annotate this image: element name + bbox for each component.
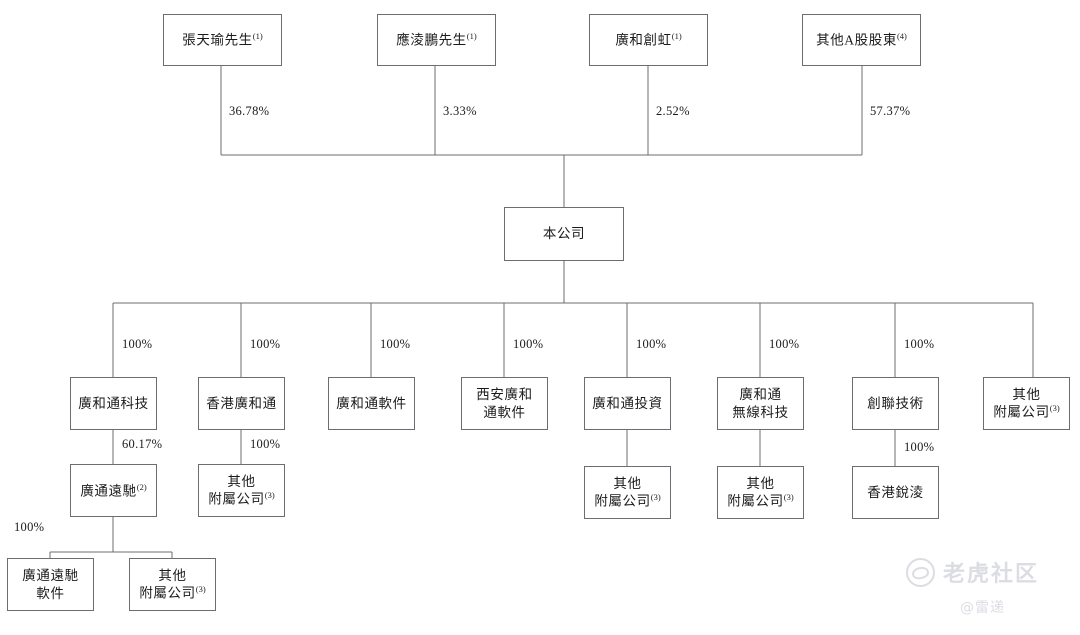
node-text: 廣和通科技 bbox=[78, 395, 149, 411]
pct-shareholder-3: 2.52% bbox=[656, 104, 690, 118]
node-text-line2: 附屬公司 bbox=[594, 493, 651, 509]
node-shareholder-1[interactable]: 張天瑜先生(1) bbox=[163, 14, 282, 66]
node-level3-5[interactable]: 香港銳淩 bbox=[852, 466, 939, 519]
node-level3-4[interactable]: 其他 附屬公司(3) bbox=[717, 466, 804, 519]
node-label: 其他 附屬公司(3) bbox=[724, 475, 796, 510]
node-text: 西安廣和 bbox=[476, 387, 533, 403]
node-footnote: (3) bbox=[783, 492, 794, 503]
node-text: 張天瑜先生 bbox=[182, 32, 253, 48]
node-label: 廣通遠馳(2) bbox=[77, 482, 149, 500]
node-text-line2: 附屬公司 bbox=[993, 404, 1050, 420]
pct-level3-5: 100% bbox=[904, 440, 935, 454]
node-label: 應淩鵬先生(1) bbox=[393, 31, 479, 49]
node-text: 香港廣和通 bbox=[206, 395, 277, 411]
node-text: 廣和通投資 bbox=[592, 395, 663, 411]
node-label: 張天瑜先生(1) bbox=[179, 31, 265, 49]
node-footnote: (1) bbox=[252, 31, 263, 42]
node-shareholder-2[interactable]: 應淩鵬先生(1) bbox=[377, 14, 496, 66]
node-footnote: (3) bbox=[1049, 403, 1060, 414]
pct-level4-1: 100% bbox=[14, 520, 45, 534]
node-text: 廣通遠馳 bbox=[80, 483, 137, 499]
node-footnote: (2) bbox=[136, 481, 147, 492]
node-footnote: (1) bbox=[466, 31, 477, 42]
node-label: 其他A股股東(4) bbox=[813, 31, 910, 49]
node-shareholder-3[interactable]: 廣和創虹(1) bbox=[589, 14, 708, 66]
node-label: 香港銳淩 bbox=[864, 484, 926, 501]
node-level4-2[interactable]: 其他 附屬公司(3) bbox=[129, 558, 216, 611]
node-label: 西安廣和 通軟件 bbox=[473, 386, 535, 421]
watermark-brand: 老虎社区 bbox=[906, 556, 1039, 588]
pct-shareholder-2: 3.33% bbox=[443, 104, 477, 118]
node-text-line2: 通軟件 bbox=[483, 404, 526, 420]
node-subsidiary-4[interactable]: 西安廣和 通軟件 bbox=[461, 377, 548, 430]
tiger-logo-icon bbox=[906, 557, 935, 587]
node-text: 廣和創虹 bbox=[615, 32, 672, 48]
node-text: 香港銳淩 bbox=[867, 484, 924, 500]
node-text-line2: 無線科技 bbox=[732, 404, 789, 420]
node-level3-2[interactable]: 其他 附屬公司(3) bbox=[198, 464, 285, 517]
node-text-line2: 附屬公司 bbox=[139, 585, 196, 601]
node-label: 廣和通軟件 bbox=[333, 395, 410, 412]
pct-shareholder-4: 57.37% bbox=[870, 104, 911, 118]
node-label: 其他 附屬公司(3) bbox=[205, 473, 277, 508]
node-subsidiary-8[interactable]: 其他 附屬公司(3) bbox=[983, 377, 1070, 430]
node-text: 其他A股股東 bbox=[816, 32, 897, 48]
node-text: 應淩鵬先生 bbox=[396, 32, 467, 48]
pct-shareholder-1: 36.78% bbox=[229, 104, 270, 118]
node-text: 其他 bbox=[613, 475, 642, 491]
node-label: 香港廣和通 bbox=[203, 395, 280, 412]
node-subsidiary-5[interactable]: 廣和通投資 bbox=[584, 377, 671, 430]
node-label: 其他 附屬公司(3) bbox=[990, 386, 1062, 421]
node-footnote: (3) bbox=[195, 584, 206, 595]
node-text: 廣和通 bbox=[739, 387, 782, 403]
node-text: 其他 bbox=[227, 473, 256, 489]
pct-subsidiary-5: 100% bbox=[636, 337, 667, 351]
node-label: 創聯技術 bbox=[864, 395, 926, 412]
node-label: 廣和創虹(1) bbox=[612, 31, 684, 49]
node-level3-3[interactable]: 其他 附屬公司(3) bbox=[584, 466, 671, 519]
node-footnote: (1) bbox=[671, 31, 682, 42]
node-subsidiary-3[interactable]: 廣和通軟件 bbox=[328, 377, 415, 430]
pct-subsidiary-2: 100% bbox=[250, 337, 281, 351]
node-text-line2: 軟件 bbox=[36, 585, 65, 601]
pct-level3-1: 60.17% bbox=[122, 437, 163, 451]
node-level4-1[interactable]: 廣通遠馳 軟件 bbox=[7, 558, 94, 611]
node-subsidiary-7[interactable]: 創聯技術 bbox=[852, 377, 939, 430]
node-level3-1[interactable]: 廣通遠馳(2) bbox=[70, 464, 157, 517]
node-subsidiary-6[interactable]: 廣和通 無線科技 bbox=[717, 377, 804, 430]
node-label: 其他 附屬公司(3) bbox=[591, 475, 663, 510]
node-text-line2: 附屬公司 bbox=[727, 493, 784, 509]
node-text: 創聯技術 bbox=[867, 395, 924, 411]
node-text-line2: 附屬公司 bbox=[208, 491, 265, 507]
node-subsidiary-2[interactable]: 香港廣和通 bbox=[198, 377, 285, 430]
node-text: 其他 bbox=[746, 475, 775, 491]
node-text: 其他 bbox=[158, 567, 187, 583]
pct-subsidiary-1: 100% bbox=[122, 337, 153, 351]
node-shareholder-4[interactable]: 其他A股股東(4) bbox=[802, 14, 921, 66]
watermark-handle: @雷递 bbox=[960, 600, 1005, 616]
node-label: 廣和通科技 bbox=[75, 395, 152, 412]
pct-subsidiary-6: 100% bbox=[769, 337, 800, 351]
node-text: 本公司 bbox=[542, 226, 586, 242]
pct-subsidiary-7: 100% bbox=[904, 337, 935, 351]
node-footnote: (4) bbox=[896, 31, 907, 42]
node-label: 廣通遠馳 軟件 bbox=[19, 567, 81, 602]
pct-level3-2: 100% bbox=[250, 437, 281, 451]
node-footnote: (3) bbox=[264, 490, 275, 501]
node-label: 其他 附屬公司(3) bbox=[136, 567, 208, 602]
node-label: 廣和通 無線科技 bbox=[729, 386, 791, 421]
node-label: 廣和通投資 bbox=[589, 395, 666, 412]
watermark-brand-text: 老虎社区 bbox=[943, 562, 1040, 587]
node-text: 廣通遠馳 bbox=[22, 568, 79, 584]
node-text: 其他 bbox=[1012, 386, 1041, 402]
pct-subsidiary-3: 100% bbox=[380, 337, 411, 351]
node-subsidiary-1[interactable]: 廣和通科技 bbox=[70, 377, 157, 430]
pct-subsidiary-4: 100% bbox=[513, 337, 544, 351]
node-footnote: (3) bbox=[650, 492, 661, 503]
node-text: 廣和通軟件 bbox=[336, 395, 407, 411]
node-company[interactable]: 本公司 bbox=[504, 207, 624, 261]
